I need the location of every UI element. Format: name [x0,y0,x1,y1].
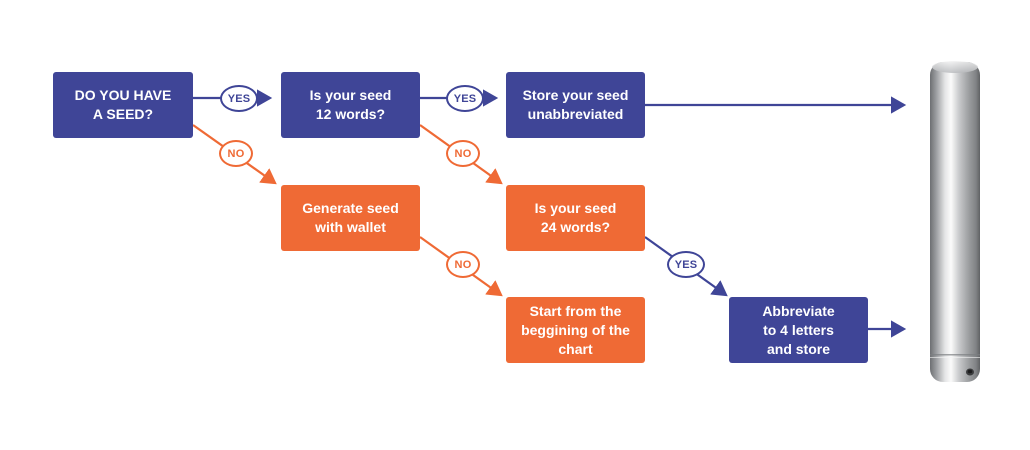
label-no: NO [219,140,253,167]
label-no: NO [446,140,480,167]
node-abbreviate: Abbreviate to 4 letters and store [729,297,868,363]
label-no: NO [446,251,480,278]
label-yes: YES [446,85,484,112]
node-have-seed: DO YOU HAVE A SEED? [53,72,193,138]
node-start-over: Start from the beggining of the chart [506,297,645,363]
node-seed-24-words: Is your seed 24 words? [506,185,645,251]
node-store-unabbreviated: Store your seed unabbreviated [506,72,645,138]
node-generate-seed: Generate seed with wallet [281,185,420,251]
label-yes: YES [667,251,705,278]
node-seed-12-words: Is your seed 12 words? [281,72,420,138]
storage-capsule-icon [930,61,980,382]
label-yes: YES [220,85,258,112]
